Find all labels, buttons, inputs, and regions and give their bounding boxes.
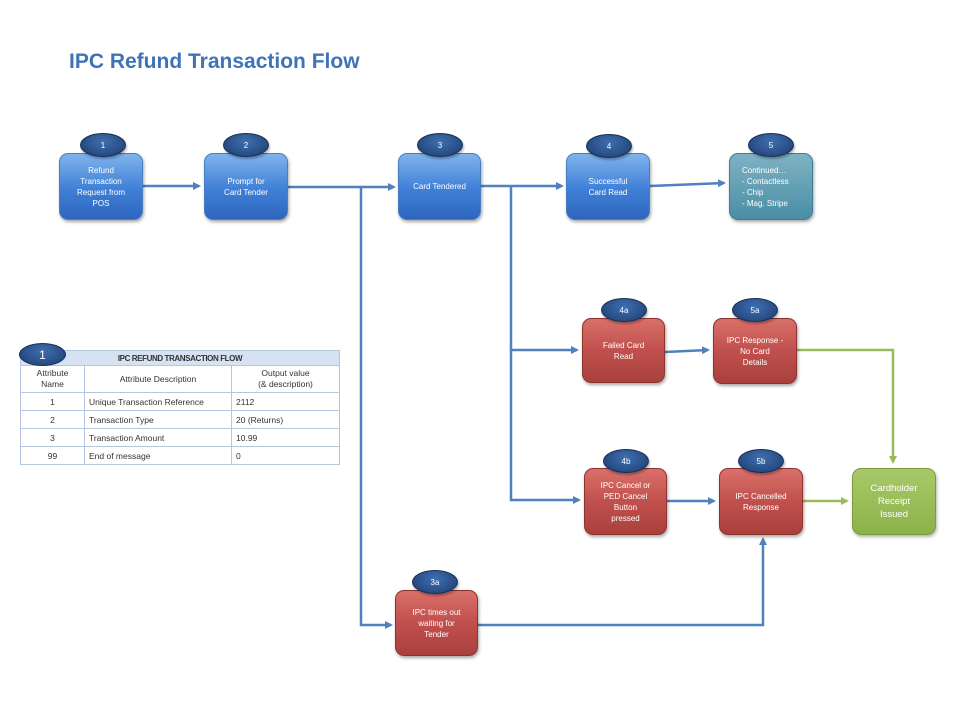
cell-attribute-name: 2 <box>20 410 85 429</box>
step-2-box: Prompt for Card Tender <box>204 153 288 220</box>
step-3a-box: IPC times out waiting for Tender <box>395 590 478 656</box>
step-5-box: Continued… - Contactless - Chip - Mag. S… <box>729 153 813 220</box>
receipt-box: Cardholder Receipt Issued <box>852 468 936 535</box>
step-5a-box: IPC Response - No Card Details <box>713 318 797 384</box>
step-3-badge: 3 <box>417 133 463 157</box>
step-4a-badge: 4a <box>601 298 647 322</box>
col-header-attribute-description: Attribute Description <box>84 365 232 393</box>
step-5-badge: 5 <box>748 133 794 157</box>
col-header-output-value: Output value (& description) <box>231 365 340 393</box>
arrow-2-to-3a <box>359 187 393 629</box>
step-5b-box: IPC Cancelled Response <box>719 468 803 535</box>
cell-attribute-description: Unique Transaction Reference <box>84 392 232 411</box>
step-3a-badge: 3a <box>412 570 458 594</box>
cell-output-value: 0 <box>231 446 340 465</box>
arrow-4a-to-5a <box>664 346 710 355</box>
table-title: IPC REFUND TRANSACTION FLOW <box>20 350 340 366</box>
page-title: IPC Refund Transaction Flow <box>69 50 360 73</box>
cell-attribute-description: Transaction Type <box>84 410 232 429</box>
arrow-3a-to-5b <box>478 537 767 627</box>
step-1-box: Refund Transaction Request from POS <box>59 153 143 220</box>
arrow-3-to-4b <box>509 350 581 504</box>
cell-attribute-description: Transaction Amount <box>84 428 232 447</box>
step-2-badge: 2 <box>223 133 269 157</box>
cell-attribute-name: 99 <box>20 446 85 465</box>
step-4b-box: IPC Cancel or PED Cancel Button pressed <box>584 468 667 535</box>
cell-output-value: 20 (Returns) <box>231 410 340 429</box>
table-row: 3 Transaction Amount 10.99 <box>20 428 340 447</box>
arrow-5a-to-receipt <box>797 348 897 464</box>
cell-attribute-name: 1 <box>20 392 85 411</box>
cell-output-value: 2112 <box>231 392 340 411</box>
cell-output-value: 10.99 <box>231 428 340 447</box>
step-4-box: Successful Card Read <box>566 153 650 220</box>
step-4a-box: Failed Card Read <box>582 318 665 383</box>
step-1-badge: 1 <box>80 133 126 157</box>
arrow-4-to-5 <box>649 179 726 188</box>
attribute-table: IPC REFUND TRANSACTION FLOW Attribute Na… <box>20 350 340 465</box>
cell-attribute-name: 3 <box>20 428 85 447</box>
table-row: 1 Unique Transaction Reference 2112 <box>20 392 340 411</box>
cell-attribute-description: End of message <box>84 446 232 465</box>
step-5b-badge: 5b <box>738 449 784 473</box>
table-row: 2 Transaction Type 20 (Returns) <box>20 410 340 429</box>
table-badge: 1 <box>19 343 66 366</box>
step-5a-badge: 5a <box>732 298 778 322</box>
col-header-attribute-name: Attribute Name <box>20 365 85 393</box>
step-4b-badge: 4b <box>603 449 649 473</box>
table-row: 99 End of message 0 <box>20 446 340 465</box>
step-3-box: Card Tendered <box>398 153 481 220</box>
step-4-badge: 4 <box>586 134 632 158</box>
